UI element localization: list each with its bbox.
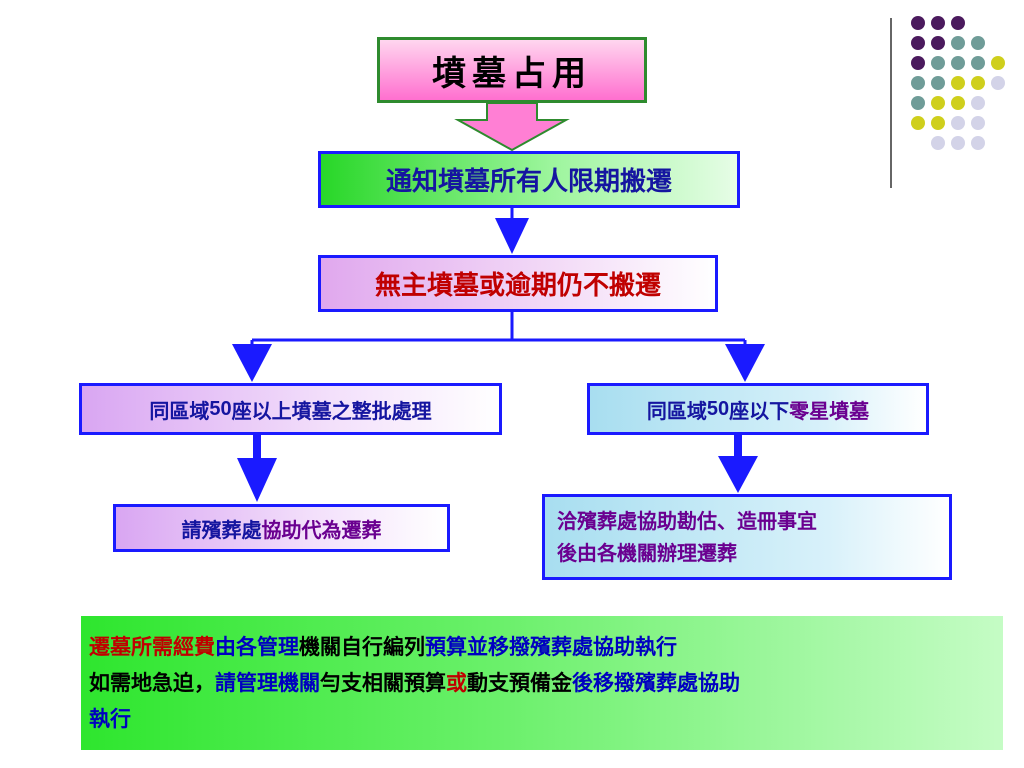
funding-note-box: 遷墓所需經費由各管理機關自行編列預算並移撥殯葬處協助執行 如需地急迫，請管理機關… [81, 616, 1003, 750]
left-branch-action-box: 請殯葬處協助代為遷葬 [113, 504, 450, 552]
left-cond-prefix: 同區域 [149, 398, 210, 423]
arrow-notify-to-overdue [495, 218, 529, 254]
decorative-dot [911, 36, 925, 50]
decorative-dot [931, 136, 945, 150]
decorative-dot [951, 96, 965, 110]
decorative-dot [931, 116, 945, 130]
decorative-dot [951, 116, 965, 130]
note-segment: 或 [446, 670, 467, 695]
arrow-left-to-action [237, 458, 277, 502]
decorative-dot [971, 56, 985, 70]
note-segment: 如需地急迫， [89, 670, 215, 695]
right-cond-suffix: 座以下 [729, 398, 790, 423]
decorative-dot [931, 56, 945, 70]
decorative-dot [971, 96, 985, 110]
step-notify-text: 通知墳墓所有人限期搬遷 [385, 167, 672, 197]
decorative-dot [911, 56, 925, 70]
decorative-dot [951, 56, 965, 70]
right-action-line2: 後由各機關辦理遷葬 [557, 541, 737, 565]
arrow-right-to-action [718, 456, 758, 493]
left-action-b: 協助代為遷葬 [261, 517, 382, 542]
left-cond-rest: 墳墓之整批處理 [291, 398, 432, 423]
note-segment: 執行 [89, 706, 131, 731]
title-down-arrow [454, 102, 570, 152]
step-notify-box: 通知墳墓所有人限期搬遷 [318, 151, 740, 208]
note-segment: 由各管理 [215, 634, 299, 659]
decorative-divider-line [890, 18, 892, 188]
decorative-dot [911, 116, 925, 130]
left-cond-num: 50 [209, 397, 232, 420]
decorative-dot [931, 36, 945, 50]
note-segment: 預算並移撥殯葬處協助執行 [425, 634, 677, 659]
step-overdue-text: 無主墳墓或逾期仍不搬遷 [374, 271, 661, 301]
decorative-dot [991, 76, 1005, 90]
decorative-dot [951, 16, 965, 30]
note-segment: 勻支相關預算 [320, 670, 446, 695]
decorative-dot [971, 36, 985, 50]
decorative-dot [911, 16, 925, 30]
note-segment: 動支預備金 [467, 670, 572, 695]
title-text: 墳墓占用 [432, 53, 592, 94]
decorative-dot [951, 76, 965, 90]
decorative-dot [951, 136, 965, 150]
title-box: 墳墓占用 [377, 37, 647, 103]
arrow-to-right-branch [725, 344, 765, 382]
right-branch-action-box: 洽殯葬處協助勘估、造冊事宜 後由各機關辦理遷葬 [542, 494, 952, 580]
decorative-dot [991, 56, 1005, 70]
arrow-to-left-branch [232, 344, 272, 382]
right-cond-prefix: 同區域 [646, 398, 707, 423]
note-line-2: 如需地急迫，請管理機關勻支相關預算或動支預備金後移撥殯葬處協助 [89, 665, 740, 701]
decorative-dot [931, 96, 945, 110]
right-cond-rest: 零星墳墓 [789, 398, 870, 423]
right-action-line1: 洽殯葬處協助勘估、造冊事宜 [557, 509, 817, 533]
decorative-dot [911, 76, 925, 90]
decorative-dot [971, 116, 985, 130]
note-segment: 後移撥殯葬處協助 [572, 670, 740, 695]
note-segment: 機關自行編列 [299, 634, 425, 659]
note-segment: 遷墓所需經費 [89, 634, 215, 659]
note-line-3: 執行 [89, 701, 131, 737]
left-action-a: 請殯葬處 [181, 517, 262, 542]
decorative-dot [931, 16, 945, 30]
decorative-dot [971, 76, 985, 90]
note-segment: 請管理機關 [215, 670, 320, 695]
decorative-dot [931, 76, 945, 90]
decorative-dot [911, 96, 925, 110]
step-overdue-box: 無主墳墓或逾期仍不搬遷 [318, 255, 718, 312]
right-cond-num: 50 [706, 397, 730, 420]
note-line-1: 遷墓所需經費由各管理機關自行編列預算並移撥殯葬處協助執行 [89, 629, 677, 665]
left-cond-suffix: 座以上 [231, 398, 292, 423]
decorative-dot [951, 36, 965, 50]
decorative-dot [971, 136, 985, 150]
